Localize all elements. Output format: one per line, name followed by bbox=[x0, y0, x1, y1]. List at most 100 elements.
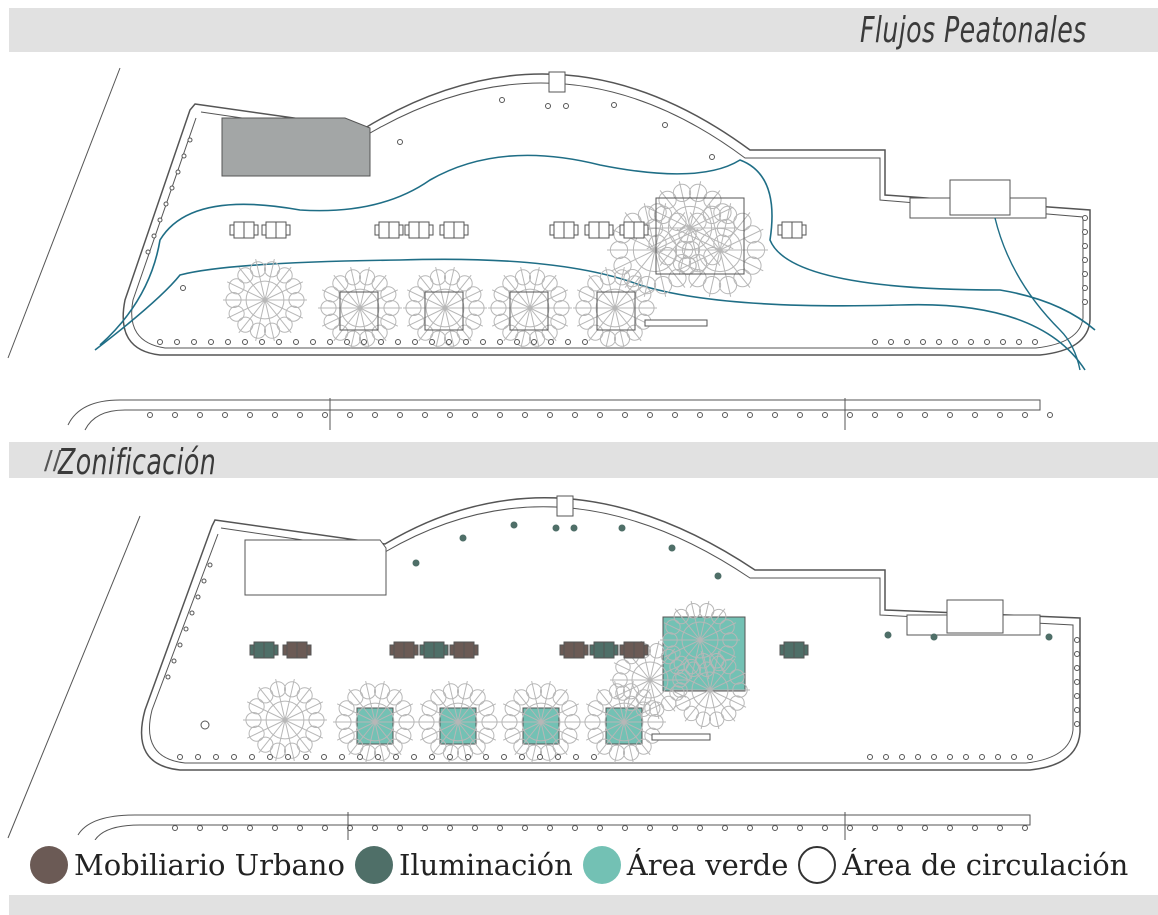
bench-rail bbox=[644, 319, 708, 327]
bench bbox=[779, 641, 809, 659]
lamp-dots bbox=[145, 97, 1088, 418]
dot bbox=[548, 339, 554, 345]
flow-curve-inner bbox=[99, 154, 1096, 346]
bench bbox=[584, 221, 614, 239]
dot bbox=[952, 339, 958, 345]
tree-canopy bbox=[670, 650, 750, 730]
dot bbox=[936, 339, 942, 345]
bench bbox=[389, 641, 419, 659]
dot bbox=[984, 339, 990, 345]
dot bbox=[344, 339, 350, 345]
dot bbox=[497, 825, 503, 831]
building-block bbox=[221, 117, 371, 177]
bench-group bbox=[249, 641, 809, 659]
dot bbox=[931, 754, 937, 760]
dot bbox=[361, 339, 367, 345]
dot bbox=[572, 825, 578, 831]
dot bbox=[177, 754, 183, 760]
light-point bbox=[930, 633, 938, 641]
legend-label-area-verde: Área verde bbox=[626, 848, 789, 882]
dot bbox=[697, 825, 703, 831]
dot bbox=[174, 339, 180, 345]
dot bbox=[872, 825, 878, 831]
dot bbox=[947, 412, 953, 418]
bench bbox=[229, 221, 259, 239]
bench bbox=[619, 221, 649, 239]
legend: Mobiliario Urbano Iluminación Área verde… bbox=[30, 840, 1138, 890]
dot bbox=[915, 754, 921, 760]
dot bbox=[242, 339, 248, 345]
dot bbox=[968, 339, 974, 345]
dot bbox=[397, 412, 403, 418]
dot bbox=[1000, 339, 1006, 345]
bench bbox=[619, 641, 649, 659]
dot bbox=[1032, 339, 1038, 345]
dot bbox=[972, 412, 978, 418]
dot bbox=[1027, 754, 1033, 760]
street-line bbox=[7, 67, 121, 359]
tree-canopy bbox=[243, 678, 327, 762]
tree-canopy bbox=[660, 600, 740, 680]
light-point bbox=[618, 524, 626, 532]
bench bbox=[282, 641, 312, 659]
dot bbox=[429, 339, 435, 345]
site-outline bbox=[140, 497, 1081, 771]
dot bbox=[672, 412, 678, 418]
tree-canopy bbox=[642, 181, 738, 275]
dot bbox=[463, 339, 469, 345]
tree-canopy bbox=[318, 266, 402, 350]
flow-curve-right bbox=[994, 217, 1081, 371]
legend-swatch-mobiliario bbox=[30, 846, 68, 884]
dot bbox=[904, 339, 910, 345]
dot bbox=[272, 412, 278, 418]
light-point bbox=[412, 559, 420, 567]
dot bbox=[297, 825, 303, 831]
dot bbox=[522, 825, 528, 831]
dot bbox=[267, 754, 273, 760]
tree-canopy bbox=[488, 266, 572, 350]
dot bbox=[222, 825, 228, 831]
legend-item-iluminacion: Iluminación bbox=[354, 846, 583, 884]
tree-canopy bbox=[672, 203, 768, 297]
dot bbox=[172, 825, 178, 831]
dot bbox=[547, 825, 553, 831]
legend-item-area-circulacion: Área de circulación bbox=[798, 846, 1138, 884]
tree-canopy bbox=[573, 266, 657, 350]
dot bbox=[378, 339, 384, 345]
bench bbox=[559, 641, 589, 659]
dot bbox=[1016, 339, 1022, 345]
bench bbox=[261, 221, 291, 239]
dot bbox=[722, 412, 728, 418]
dot bbox=[147, 412, 153, 418]
tree-canopy bbox=[403, 266, 487, 350]
dot bbox=[327, 339, 333, 345]
dot bbox=[772, 412, 778, 418]
dot bbox=[497, 339, 503, 345]
dot bbox=[429, 754, 435, 760]
dot bbox=[259, 339, 265, 345]
bench-rail bbox=[651, 733, 711, 741]
dot bbox=[947, 754, 953, 760]
dot bbox=[897, 412, 903, 418]
bench bbox=[449, 641, 479, 659]
building-block bbox=[244, 539, 387, 596]
legend-swatch-area-circulacion bbox=[798, 846, 837, 884]
dot bbox=[582, 339, 588, 345]
dot bbox=[247, 412, 253, 418]
lighting-points bbox=[412, 521, 1053, 641]
dot bbox=[1011, 754, 1017, 760]
section-title-flujos: Flujos Peatonales bbox=[860, 10, 1087, 51]
hatch-marks: // bbox=[44, 446, 62, 476]
dot bbox=[997, 825, 1003, 831]
street-line bbox=[7, 515, 141, 839]
dot bbox=[375, 754, 381, 760]
dot bbox=[397, 825, 403, 831]
dot bbox=[422, 412, 428, 418]
dot bbox=[157, 339, 163, 345]
dot bbox=[597, 412, 603, 418]
legend-item-area-verde: Área verde bbox=[582, 846, 799, 884]
bench-group bbox=[229, 221, 807, 239]
arch-notch bbox=[548, 71, 566, 93]
dot bbox=[372, 412, 378, 418]
bench bbox=[777, 221, 807, 239]
